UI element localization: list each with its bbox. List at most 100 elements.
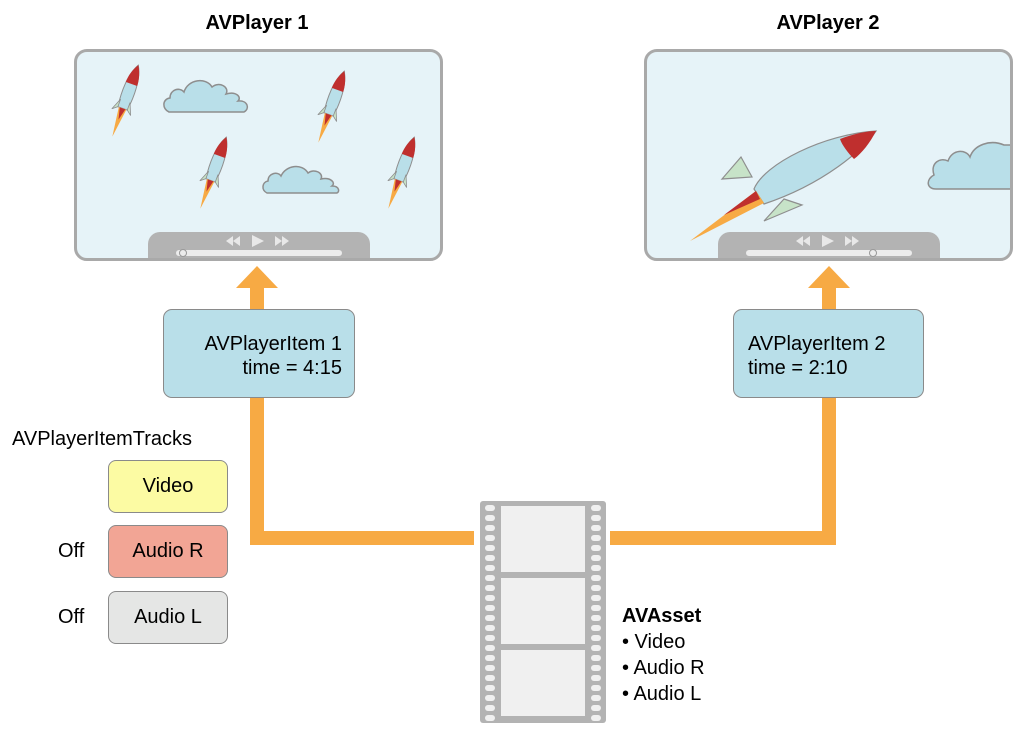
player-2-controls [718,232,940,258]
track-audio-l[interactable]: Audio L [108,591,228,644]
film-perforation [591,645,601,651]
film-perforation [591,525,601,531]
player-item-2-name: AVPlayerItem 2 [748,333,886,355]
film-perforation [485,615,495,621]
film-perforation [485,595,495,601]
connector-item2-to-player2 [822,285,836,310]
film-perforation [485,575,495,581]
film-perforation [485,555,495,561]
player-item-1-time: time = 4:15 [242,357,342,379]
asset-track-audio-r: • Audio R [622,657,705,679]
connector-item2-vertical-lower [822,397,836,545]
film-frame [501,578,585,644]
film-perforation [591,695,601,701]
player-item-1: AVPlayerItem 1 time = 4:15 [163,309,355,398]
film-perforation [485,635,495,641]
player-item-2-time: time = 2:10 [748,357,848,379]
player-item-2: AVPlayerItem 2 time = 2:10 [733,309,924,398]
cloud-icon [927,141,1010,190]
film-perforation [591,595,601,601]
film-perforation [591,585,601,591]
track-audio-l-label: Audio L [134,606,202,628]
film-perforation [591,545,601,551]
rocket-icon [199,136,228,209]
connector-asset-to-item2-horizontal [610,531,836,545]
film-perforation [485,585,495,591]
film-perforation [485,715,495,721]
progress-track[interactable] [176,249,342,257]
asset-track-video: • Video [622,631,686,653]
arrow-up-icon [808,266,850,288]
film-perforation [485,685,495,691]
film-perforation [485,705,495,711]
film-perforation [591,635,601,641]
film-perforation [485,565,495,571]
player-1-screen [74,49,443,261]
fast-forward-icon[interactable] [845,236,859,246]
track-video-label: Video [142,475,194,497]
film-perforation [485,665,495,671]
connector-item1-vertical-lower [250,397,264,545]
connector-asset-to-item1-horizontal [250,531,474,545]
cloud-icon [163,80,249,113]
play-icon[interactable] [822,235,834,247]
film-perforation [591,605,601,611]
film-perforation [485,515,495,521]
film-perforation [591,625,601,631]
film-perforation [485,525,495,531]
rocket-icon [111,64,140,137]
film-perforation [591,705,601,711]
film-perforation [591,715,601,721]
film-perforation [591,655,601,661]
playhead[interactable] [179,249,188,257]
film-perforation [485,535,495,541]
player-2-screen [644,49,1013,261]
player-1-controls [148,232,370,258]
film-perforation [591,675,601,681]
film-perforation [485,675,495,681]
film-perforation [485,655,495,661]
track-audio-r-state: Off [58,540,85,562]
film-perforation [591,615,601,621]
arrow-up-icon [236,266,278,288]
progress-track[interactable] [746,249,912,257]
film-frame [501,650,585,716]
film-perforation [591,535,601,541]
player-1-title: AVPlayer 1 [205,12,309,34]
track-audio-r-label: Audio R [132,540,204,562]
tracks-heading: AVPlayerItemTracks [12,428,193,450]
film-perforation [591,505,601,511]
film-perforation [591,515,601,521]
film-strip-icon [480,501,606,723]
player-1-artwork [111,64,416,209]
film-frame [501,506,585,572]
film-perforation [485,695,495,701]
rewind-icon[interactable] [226,236,240,246]
film-perforation [485,625,495,631]
track-audio-l-state: Off [58,606,85,628]
track-video[interactable]: Video [108,460,228,513]
playhead[interactable] [869,249,878,257]
film-perforation [485,505,495,511]
play-icon[interactable] [252,235,264,247]
asset-label: AVAsset • Video • Audio R • Audio L [622,603,705,707]
film-perforation [591,665,601,671]
film-perforation [591,575,601,581]
player-2-title: AVPlayer 2 [776,12,880,34]
player-item-1-name: AVPlayerItem 1 [204,333,342,355]
film-perforation [591,685,601,691]
film-perforation [485,645,495,651]
asset-track-audio-l: • Audio L [622,683,702,705]
rocket-icon [387,136,416,209]
asset-title: AVAsset [622,605,702,627]
cloud-icon [262,165,340,194]
film-perforation [591,555,601,561]
film-perforation [485,605,495,611]
film-perforation [485,545,495,551]
connector-item1-to-player1 [250,285,264,310]
track-audio-r[interactable]: Audio R [108,525,228,578]
rewind-icon[interactable] [796,236,810,246]
fast-forward-icon[interactable] [275,236,289,246]
rocket-icon [317,70,346,143]
player-2-artwork [690,130,1010,241]
